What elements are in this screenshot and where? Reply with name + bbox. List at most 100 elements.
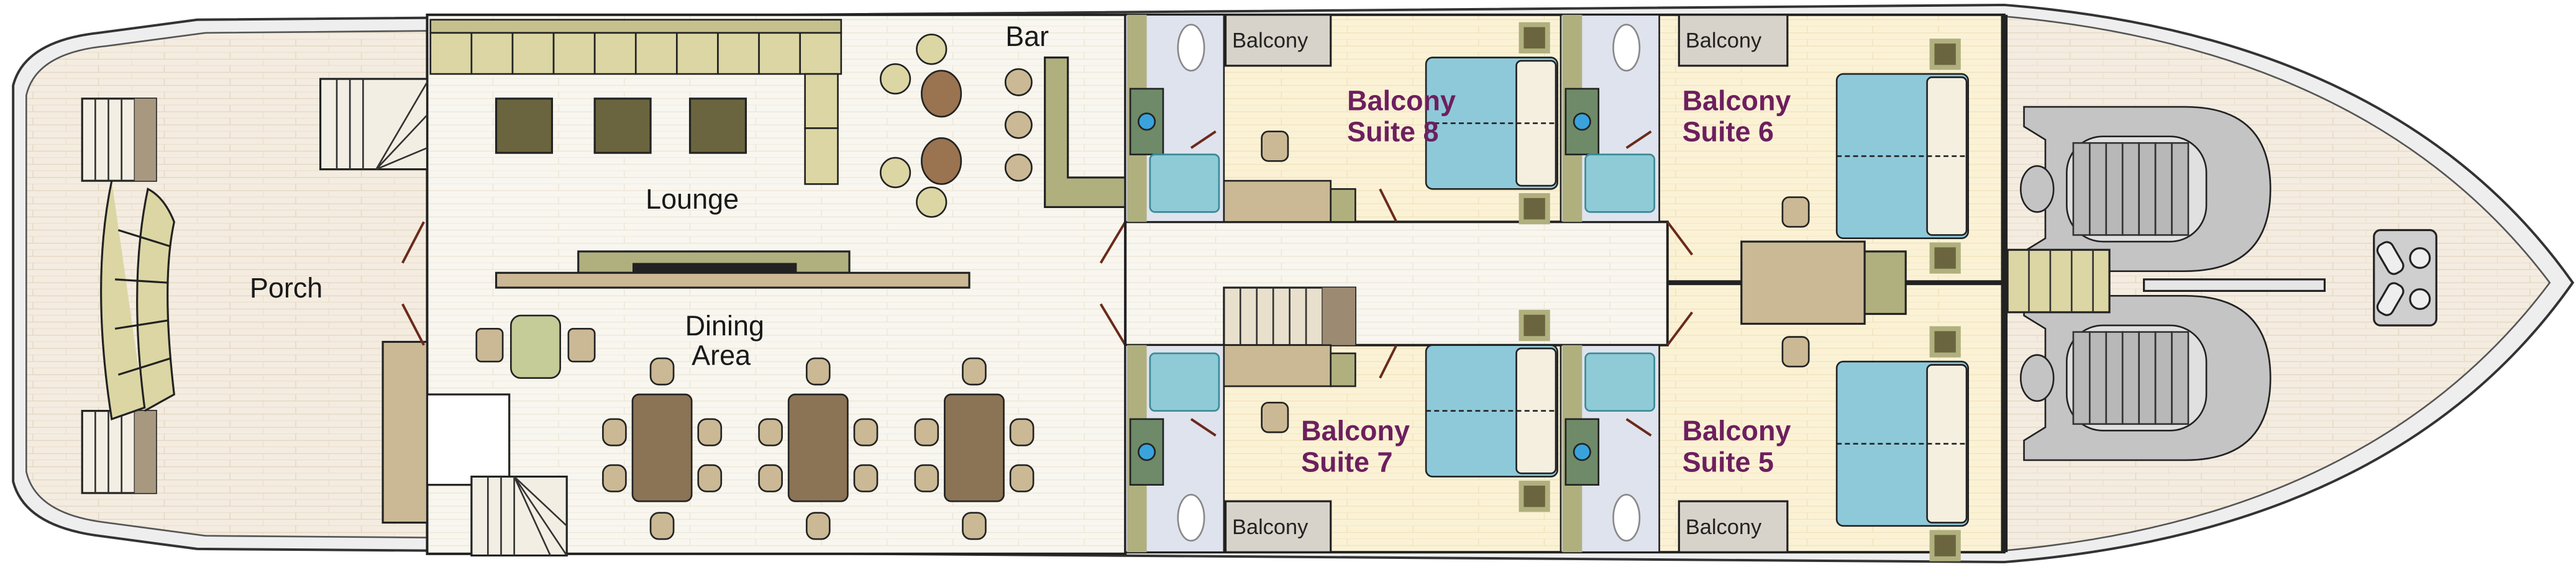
nightstand [1929,39,1961,70]
cabin-door [1379,344,1398,379]
sofa-cushion [552,32,596,75]
dining-chair [1009,464,1035,492]
dining-stairs-bottom [470,475,568,557]
sink-icon [1138,443,1156,461]
tender-seat [2171,142,2190,236]
dining-label-line2: Area [692,339,751,371]
suite-8-label-line2: Suite 8 [1347,116,1438,148]
sofa-cushion [799,32,843,75]
small-dining-table [475,314,596,379]
dining-chair [805,357,831,386]
suite-5-label-line1: Balcony [1683,415,1791,447]
lounge-corridor-doors [1099,221,1126,346]
sofa-cushion [511,32,555,75]
sofa-cushion [634,32,678,75]
porch-label: Porch [250,272,322,304]
divider-counter [495,271,971,289]
nightstand [1519,309,1550,342]
shower [1584,352,1655,412]
toilet-icon [1177,24,1205,72]
toilet-icon [1612,24,1641,72]
lounge-stairs-top [319,78,429,171]
tender-seat [2089,331,2108,425]
balcony-label: Balcony [1232,29,1309,53]
dining-chair [853,418,879,447]
anchor-winch-icon [2373,229,2437,327]
sink-icon [1138,112,1156,131]
suite-8-label-line1: Balcony [1347,84,1456,116]
sink-icon [1573,112,1591,131]
dining-chair [649,357,675,386]
cabin-door [1625,418,1652,437]
armchair [1781,336,1810,368]
coffee-table [593,98,652,154]
sofa-cushion [717,32,760,75]
bow-rail [2143,278,2326,292]
bar-seating [879,34,1033,218]
nightstand [1519,22,1550,54]
desk-side [1330,352,1356,388]
sofa-cushion [758,32,802,75]
bow-stairs [2006,248,2111,314]
nightstand [1929,530,1961,561]
suite-7-label-line2: Suite 7 [1301,446,1392,478]
dining-chair [962,357,987,386]
cabin-door [1666,311,1694,346]
tender-seat [2105,331,2124,425]
nightstand [1519,481,1550,512]
sofa-cushion [470,32,514,75]
armchair [1781,196,1810,228]
dining-chair [853,464,879,492]
balcony-suite-8: Balcony [1224,14,1332,67]
lounge-sofa [429,19,843,185]
dining-chair [1009,418,1035,447]
dining-chair [602,464,627,492]
tender-seat [2072,142,2091,236]
shared-desk [1740,240,1866,325]
dining-label-line1: Dining [685,310,764,342]
suite-7-label-line1: Balcony [1301,415,1410,447]
dining-table [787,393,849,502]
desk [1223,179,1332,223]
coffee-table [495,98,554,154]
porch-doors [401,221,425,346]
suite-6-label-line2: Suite 6 [1683,116,1774,148]
dining-chair [649,512,675,540]
sofa-cushion [429,32,473,75]
balcony-label: Balcony [1686,515,1762,539]
cabin-door [1625,130,1652,149]
tender-seat [2154,142,2173,236]
tender-seat [2138,331,2157,425]
buffet-top [632,263,797,273]
toilet-icon [1612,494,1641,542]
tender-engine [2019,165,2055,213]
balcony-label: Balcony [1232,515,1309,539]
dining-chair [758,464,783,492]
service-area [426,393,511,486]
shower [1149,352,1220,412]
balcony-label: Balcony [1686,29,1762,53]
dining-chair [805,512,831,540]
porch-bench [100,180,175,420]
dining-chair [962,512,987,540]
balcony-suite-7: Balcony [1224,500,1332,553]
lounge-label: Lounge [646,183,739,215]
tender-seat [2154,331,2173,425]
corridor-stairs [1223,286,1356,347]
tender-seat [2105,142,2124,236]
tender-seat [2138,142,2157,236]
sofa-cushion [676,32,719,75]
balcony-suite-5: Balcony [1678,500,1789,553]
cabin-door [1190,418,1217,437]
desk [1223,344,1332,388]
tender-seat [2171,331,2190,425]
porch-counter [381,340,429,524]
cabin-door [1666,221,1694,256]
dining-table [631,393,693,502]
dining-chair [697,464,723,492]
dining-table [944,393,1005,502]
tender-seat [2121,331,2140,425]
dining-chair [914,418,939,447]
bar-label: Bar [1005,20,1049,52]
nightstand [1929,326,1961,358]
